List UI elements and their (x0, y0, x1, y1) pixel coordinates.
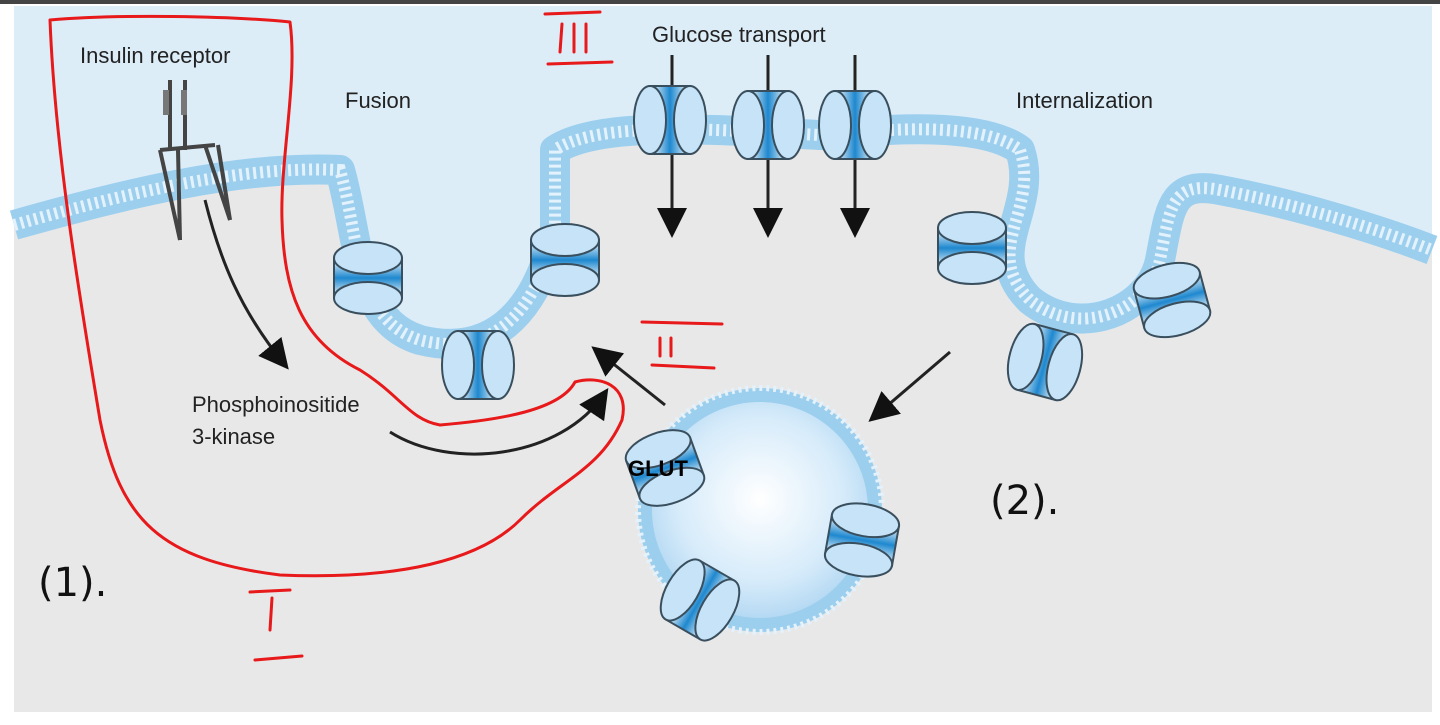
internalization-label: Internalization (1016, 88, 1153, 113)
pi3k-label-line1: Phosphoinositide (192, 392, 360, 417)
receptor-to-pi3k-arrow (203, 199, 289, 370)
annotation-mark-I (248, 588, 304, 662)
glut-label: GLUT (628, 456, 688, 481)
step-two-label: (2). (990, 478, 1059, 524)
internalization-arrow (868, 350, 951, 422)
insulin-receptor-label: Insulin receptor (80, 43, 230, 68)
glut-transporter-fusion-left (333, 241, 403, 315)
pi3k-label-line2: 3-kinase (192, 424, 275, 449)
glut-transporter-intern-left (937, 211, 1007, 285)
top-border (0, 0, 1440, 4)
glut-transporter-fusion-right (530, 223, 600, 297)
annotation-outline (48, 14, 625, 578)
glut-transporter-top-3 (818, 90, 892, 160)
glut-transporter-top-2 (731, 90, 805, 160)
vesicle-to-fusion-arrow (591, 346, 666, 407)
annotation-mark-III (543, 10, 614, 66)
insulin-receptor-icon (158, 80, 232, 241)
glut-transporter-fusion-bottom (441, 330, 515, 400)
step-one-label: (1). (38, 560, 107, 606)
pi3k-to-vesicle-arrow (389, 388, 609, 456)
glucose-transport-label: Glucose transport (652, 22, 826, 47)
fusion-label: Fusion (345, 88, 411, 113)
glut-transporter-top-1 (633, 85, 707, 155)
membrane-core (12, 123, 1435, 350)
annotation-mark-II (640, 320, 724, 370)
